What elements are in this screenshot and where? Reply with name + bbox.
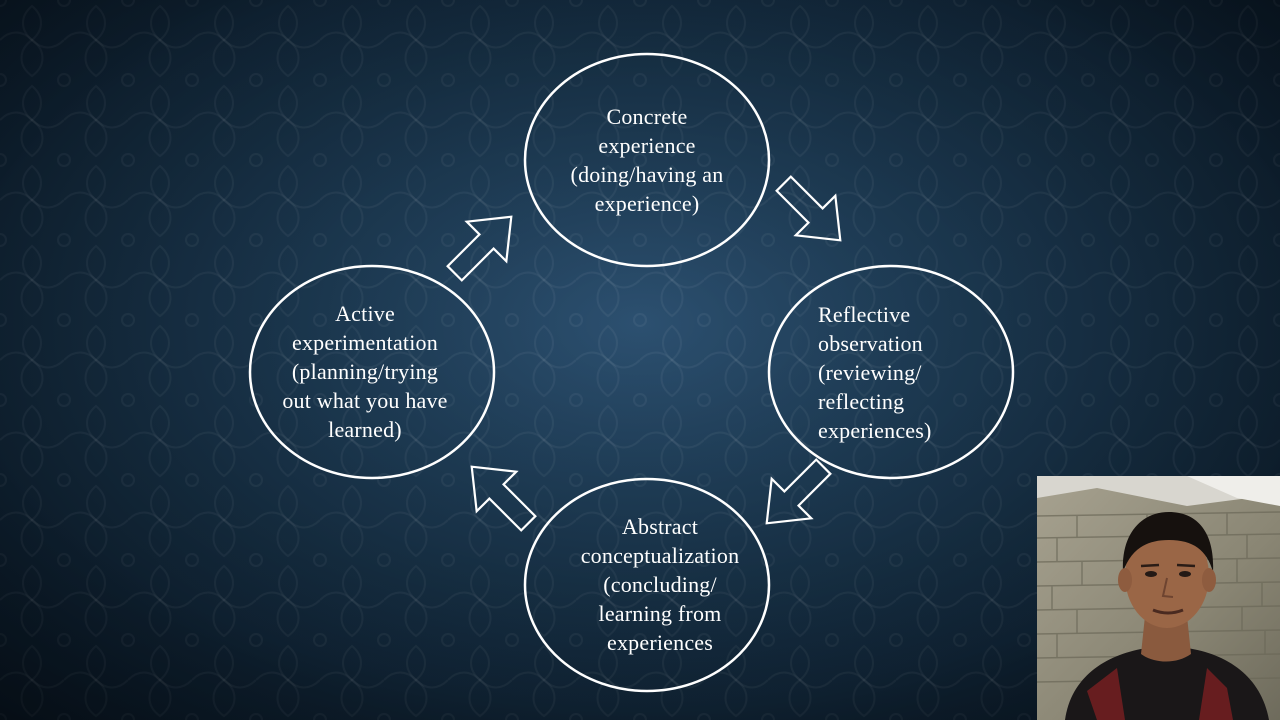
arrow-active-to-concrete (446, 215, 513, 282)
node-abstract-label: Abstract conceptualization (concluding/ … (580, 514, 740, 655)
node-concrete-label: Concrete experience (doing/having an exp… (570, 104, 724, 216)
node-reflective-label: Reflective observation (reviewing/ refle… (818, 302, 932, 443)
node-active-ellipse (248, 264, 496, 480)
arrow-abstract-to-active (470, 465, 537, 532)
arrow-reflective-to-abstract (765, 458, 832, 525)
node-concrete-ellipse (523, 52, 771, 268)
presenter-video-icon (1037, 476, 1280, 720)
node-abstract-ellipse (523, 477, 771, 693)
node-active-label: Active experimentation (planning/trying … (282, 301, 448, 442)
node-reflective-ellipse (767, 264, 1015, 480)
arrow-concrete-to-reflective (775, 175, 842, 242)
presenter-webcam-overlay (1037, 476, 1280, 720)
